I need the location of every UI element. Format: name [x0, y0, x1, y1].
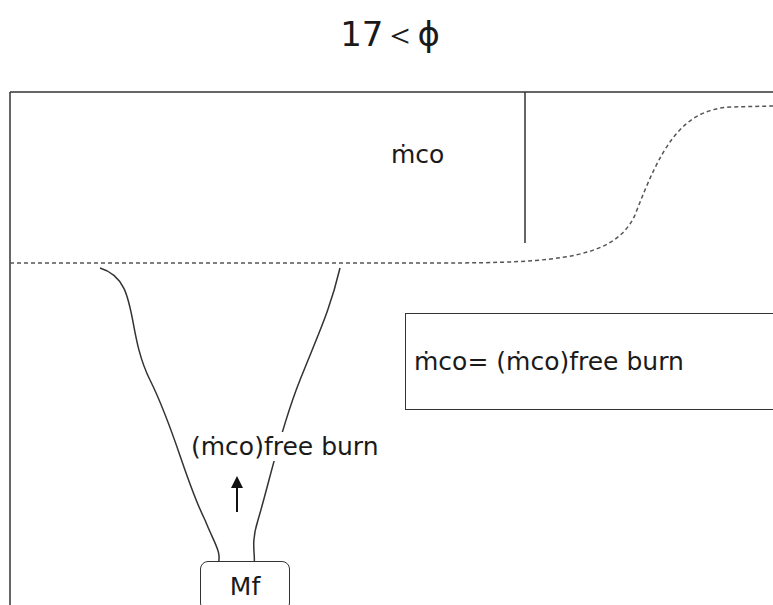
room-ceiling: [10, 91, 773, 93]
room-wall: [9, 92, 11, 605]
plume-edge: [254, 268, 340, 565]
diagram-title: 17＜ϕ: [340, 12, 440, 58]
box-text: Mf: [230, 572, 260, 601]
door-soffit: [524, 92, 526, 243]
fuel-box: Mf: [200, 561, 290, 605]
flow-arrow-head: [231, 476, 243, 488]
box-text: ṁco= (ṁco)free burn: [414, 347, 684, 376]
plume-label: (ṁco)free burn: [188, 432, 382, 461]
layer-interface: [10, 106, 773, 263]
equation-box: ṁco= (ṁco)free burn: [405, 313, 773, 410]
plume-edge: [100, 268, 219, 565]
flow-arrow: [236, 486, 238, 512]
upper-layer-label: ṁco: [388, 140, 447, 169]
